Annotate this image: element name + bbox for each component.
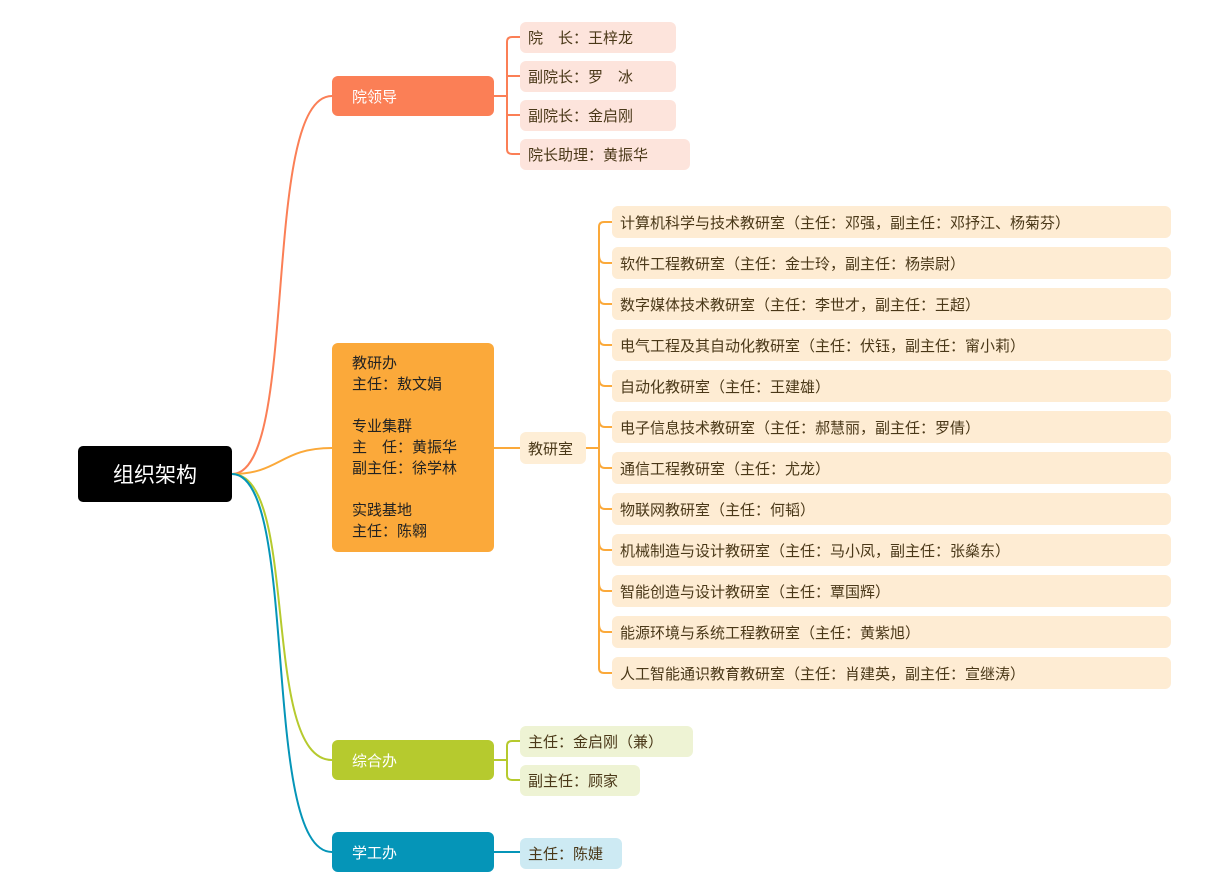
leader-item[interactable]: 院长助理：黄振华 bbox=[520, 139, 690, 170]
general-item[interactable]: 副主任：顾家 bbox=[520, 765, 640, 796]
general-item[interactable]: 主任：金启刚（兼） bbox=[520, 726, 693, 757]
research-room-item[interactable]: 数字媒体技术教研室（主任：李世才，副主任：王超） bbox=[612, 288, 1171, 320]
teaching-office-node[interactable]: 教研办 主任：敖文娟 专业集群 主 任：黄振华 副主任：徐学林 实践基地 主任：… bbox=[332, 343, 494, 552]
student-item[interactable]: 主任：陈婕 bbox=[520, 838, 622, 869]
connector-tick bbox=[598, 295, 612, 305]
research-room-item[interactable]: 通信工程教研室（主任：尤龙） bbox=[612, 452, 1171, 484]
leader-item[interactable]: 副院长：罗 冰 bbox=[520, 61, 676, 92]
connector-tick bbox=[598, 336, 612, 346]
research-room-item[interactable]: 电子信息技术教研室（主任：郝慧丽，副主任：罗倩） bbox=[612, 411, 1171, 443]
connector-tick bbox=[598, 459, 612, 469]
connector-tick bbox=[598, 582, 612, 592]
research-room-item[interactable]: 电气工程及其自动化教研室（主任：伏钰，副主任：甯小莉） bbox=[612, 329, 1171, 361]
research-room-item[interactable]: 自动化教研室（主任：王建雄） bbox=[612, 370, 1171, 402]
connector-tick bbox=[598, 418, 612, 428]
leader-item[interactable]: 院 长：王梓龙 bbox=[520, 22, 676, 53]
research-room-item[interactable]: 能源环境与系统工程教研室（主任：黄紫旭） bbox=[612, 616, 1171, 648]
leader-item[interactable]: 副院长：金启刚 bbox=[520, 100, 676, 131]
research-room-item[interactable]: 计算机科学与技术教研室（主任：邓强，副主任：邓抒江、杨菊芬） bbox=[612, 206, 1171, 238]
research-room-item[interactable]: 机械制造与设计教研室（主任：马小凤，副主任：张燊东） bbox=[612, 534, 1171, 566]
research-room-item[interactable]: 物联网教研室（主任：何韬） bbox=[612, 493, 1171, 525]
general-office-node[interactable]: 综合办 bbox=[332, 740, 494, 780]
student-office-node[interactable]: 学工办 bbox=[332, 832, 494, 872]
research-room-item[interactable]: 软件工程教研室（主任：金士玲，副主任：杨崇尉） bbox=[612, 247, 1171, 279]
leaders-node[interactable]: 院领导 bbox=[332, 76, 494, 116]
root-node[interactable]: 组织架构 bbox=[78, 446, 232, 502]
research-room-item[interactable]: 人工智能通识教育教研室（主任：肖建英，副主任：宣继涛） bbox=[612, 657, 1171, 689]
connector-tick bbox=[598, 377, 612, 387]
research-room-item[interactable]: 智能创造与设计教研室（主任：覃国辉） bbox=[612, 575, 1171, 607]
connector-tick bbox=[598, 254, 612, 264]
connector-tick bbox=[598, 541, 612, 551]
research-rooms-node[interactable]: 教研室 bbox=[520, 432, 586, 464]
connector-tick bbox=[598, 500, 612, 510]
connector-tick bbox=[598, 623, 612, 633]
